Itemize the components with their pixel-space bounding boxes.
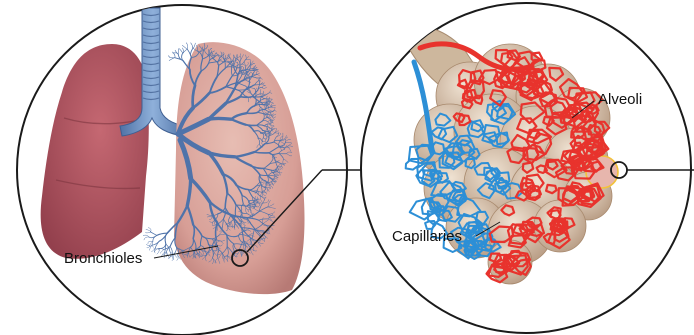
alveoli-panel: Alveoli Capillaries [361,3,694,333]
capillaries-label: Capillaries [392,228,462,245]
bronchioles-label: Bronchioles [64,250,142,267]
lungs-panel: Bronchioles [17,5,362,335]
alveoli-label: Alveoli [598,91,642,108]
